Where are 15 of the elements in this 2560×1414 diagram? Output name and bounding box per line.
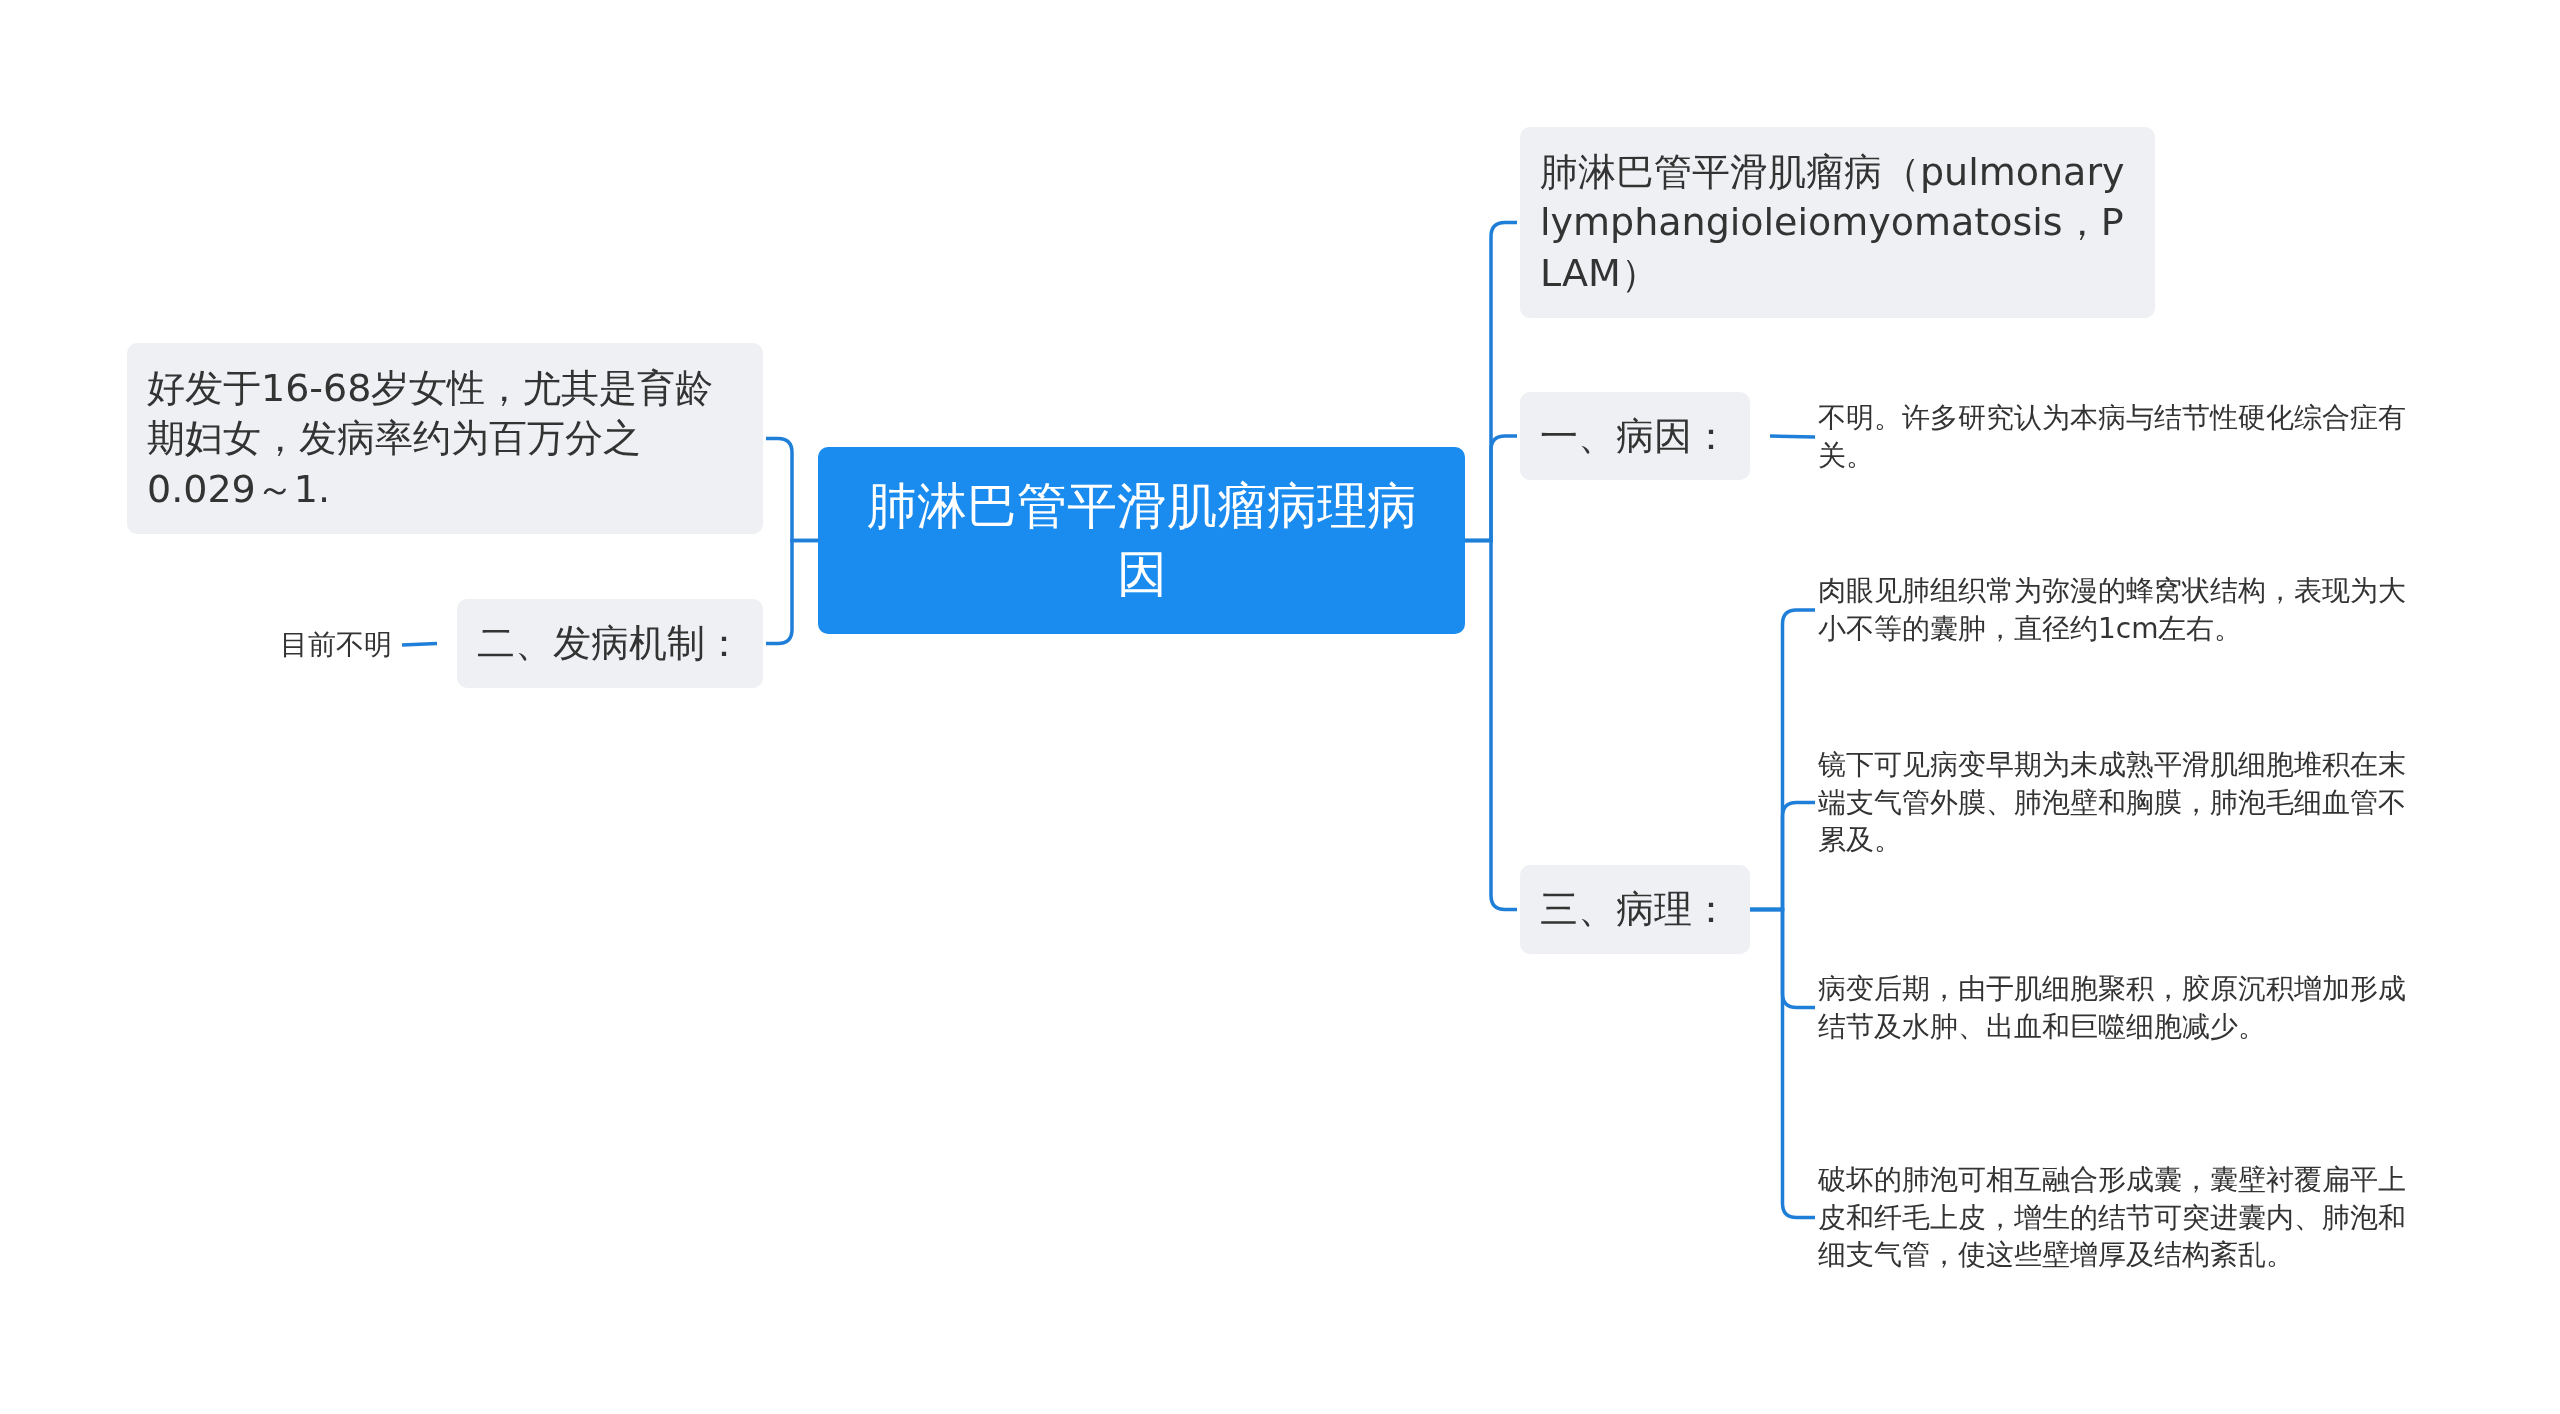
- topic-text: 目前不明: [262, 622, 392, 668]
- topic-box: 一、病因：: [1520, 392, 1750, 480]
- connector-line: [1465, 538, 1517, 912]
- topic-text: 病变后期，由于肌细胞聚积，胶原沉积增加形成结节及水肿、出血和巨噬细胞减少。: [1818, 945, 2428, 1070]
- connector-line: [1769, 434, 1816, 439]
- central-topic-box: 肺淋巴管平滑肌瘤病理病因: [818, 447, 1465, 634]
- topic-box: 三、病理：: [1520, 865, 1750, 954]
- topic-text: 镜下可见病变早期为未成熟平滑肌细胞堆积在末端支气管外膜、肺泡壁和胸膜，肺泡毛细血管不累及。: [1818, 740, 2428, 865]
- topic-box: 好发于16-68岁女性，尤其是育龄期妇女，发病率约为百万分之0.029～1.: [127, 343, 763, 534]
- topic-text: 不明。许多研究认为本病与结节性硬化综合症有关。: [1818, 392, 2428, 482]
- topic-text: 肉眼见肺组织常为弥漫的蜂窝状结构，表现为大小不等的囊肿，直径约1cm左右。: [1818, 565, 2428, 655]
- connector-line: [401, 641, 438, 647]
- topic-box: 二、发病机制：: [457, 599, 763, 688]
- topic-box: 肺淋巴管平滑肌瘤病（pulmonarylymphangioleiomyomatosis，PLAM）: [1520, 127, 2155, 318]
- topic-text: 破坏的肺泡可相互融合形成囊，囊壁衬覆扁平上皮和纤毛上皮，增生的结节可突进囊内、肺泡和细支气管，使这些壁增厚及结构紊乱。: [1818, 1155, 2428, 1280]
